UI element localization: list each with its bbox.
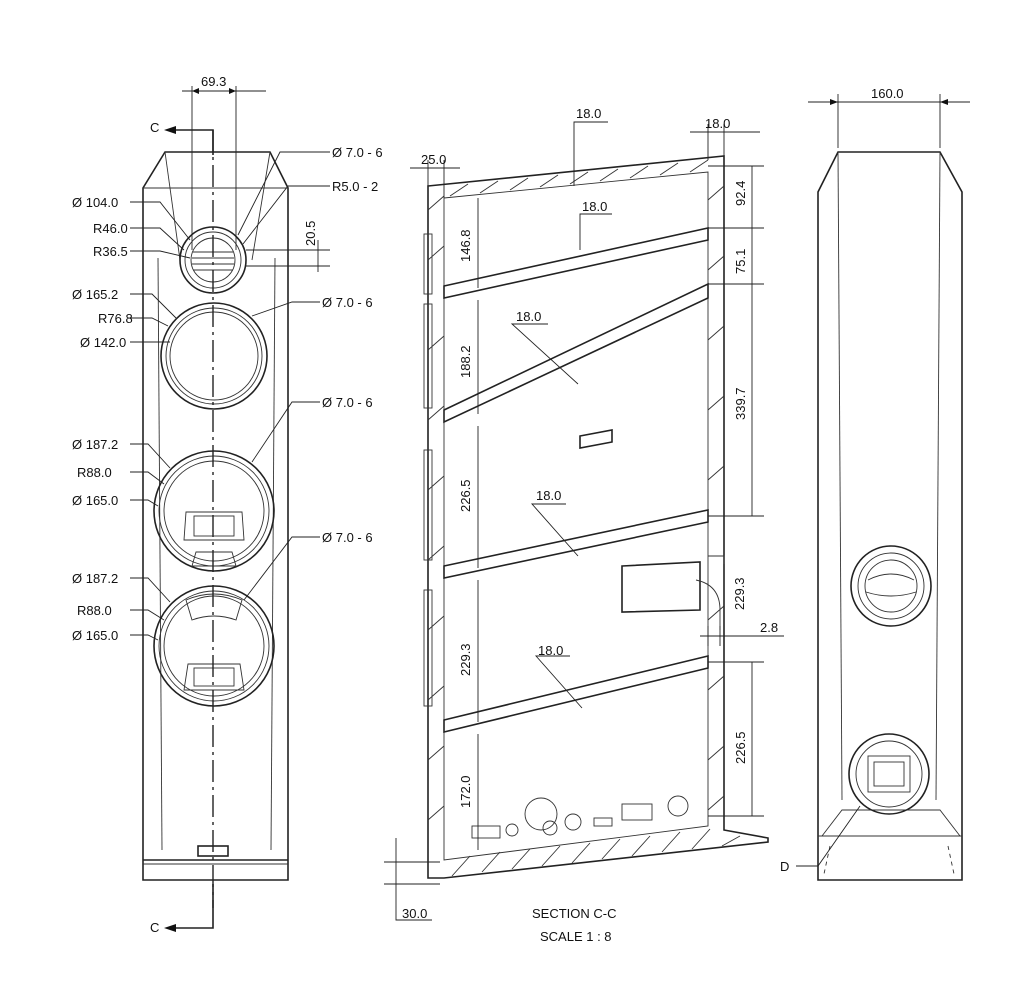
svg-text:R36.5: R36.5 [93,244,128,259]
svg-text:Ø 7.0 - 6: Ø 7.0 - 6 [322,395,373,410]
svg-text:Ø 165.0: Ø 165.0 [72,628,118,643]
svg-text:D: D [780,859,789,874]
side-terminal [848,733,930,815]
svg-text:Ø 165.2: Ø 165.2 [72,287,118,302]
svg-text:226.5: 226.5 [458,479,473,512]
section-arrow-bottom: C [150,884,214,935]
dim-offset: 20.5 [246,221,330,272]
front-view: C C 69.3 20.5 Ø 7.0 - 6 R5.0 [72,74,383,935]
svg-text:Ø 187.2: Ø 187.2 [72,571,118,586]
svg-text:R5.0 - 2: R5.0 - 2 [332,179,378,194]
svg-text:C: C [150,120,159,135]
svg-text:18.0: 18.0 [538,643,563,658]
dim-shelf2: 18.0 [510,309,579,385]
svg-text:Ø 187.2: Ø 187.2 [72,437,118,452]
svg-text:R46.0: R46.0 [93,221,128,236]
bass-port [621,555,725,630]
svg-text:92.4: 92.4 [733,181,748,206]
svg-text:R88.0: R88.0 [77,465,112,480]
dim-front-wall: 25.0 [410,152,460,198]
driver-mounts [423,233,433,707]
dim-top-width: 69.3 [182,74,266,250]
dim-shelf1: 18.0 [579,199,612,250]
svg-text:229.3: 229.3 [458,643,473,676]
left-dims: 146.8 188.2 226.5 229.3 172.0 [458,198,479,850]
dim-right-wall: 18.0 [690,116,760,160]
side-port [850,545,932,627]
svg-text:C: C [150,920,159,935]
svg-text:172.0: 172.0 [458,775,473,808]
svg-text:160.0: 160.0 [871,86,904,101]
svg-text:18.0: 18.0 [536,488,561,503]
dim-shelf3: 18.0 [531,488,579,557]
svg-text:2.8: 2.8 [760,620,778,635]
svg-text:Ø 7.0 - 6: Ø 7.0 - 6 [332,145,383,160]
svg-text:Ø 104.0: Ø 104.0 [72,195,118,210]
hatch-front-wall [427,195,445,821]
svg-text:20.5: 20.5 [303,221,318,246]
woofer1-cutout [153,450,275,572]
internal-marker [579,429,613,449]
svg-text:18.0: 18.0 [576,106,601,121]
detail-marker: D [780,805,861,874]
woofer2-cutout [153,585,275,707]
dim-top-thickness: 18.0 [573,106,608,186]
svg-text:339.7: 339.7 [733,387,748,420]
section-caption-title: SECTION C-C [532,906,617,921]
svg-text:18.0: 18.0 [582,199,607,214]
svg-text:69.3: 69.3 [201,74,226,89]
dim-port-gap: 2.8 [700,620,784,646]
svg-text:18.0: 18.0 [516,309,541,324]
side-feet [823,845,955,875]
svg-text:226.5: 226.5 [733,731,748,764]
section-arrow-top: C [150,120,214,155]
svg-text:R88.0: R88.0 [77,603,112,618]
svg-text:18.0: 18.0 [705,116,730,131]
crossover-components [471,795,689,839]
svg-text:25.0: 25.0 [421,152,446,167]
svg-text:229.3: 229.3 [732,577,747,610]
dim-side-width: 160.0 [808,86,970,148]
svg-text:Ø 7.0 - 6: Ø 7.0 - 6 [322,530,373,545]
dim-base: 30.0 [384,838,440,921]
right-dims: 92.4 75.1 339.7 229.3 226.5 [708,165,764,817]
shelves [443,227,709,734]
hatch-base [451,828,741,877]
midrange-cutout [160,302,268,410]
svg-text:30.0: 30.0 [402,906,427,921]
svg-text:Ø 142.0: Ø 142.0 [80,335,126,350]
front-callouts: Ø 7.0 - 6 R5.0 - 2 Ø 104.0 R46.0 R36.5 Ø… [72,145,383,643]
svg-text:188.2: 188.2 [458,345,473,378]
svg-text:Ø 165.0: Ø 165.0 [72,493,118,508]
side-view: 160.0 D [780,86,970,881]
svg-text:R76.8: R76.8 [98,311,133,326]
hatch-back-wall [707,185,725,811]
svg-text:146.8: 146.8 [458,229,473,262]
section-caption-scale: SCALE 1 : 8 [540,929,612,944]
hatch-top [449,159,709,197]
svg-text:75.1: 75.1 [733,249,748,274]
section-view: 18.0 18.0 25.0 18.0 18.0 18.0 [384,106,784,944]
svg-text:Ø 7.0 - 6: Ø 7.0 - 6 [322,295,373,310]
dim-shelf4: 18.0 [535,643,583,709]
